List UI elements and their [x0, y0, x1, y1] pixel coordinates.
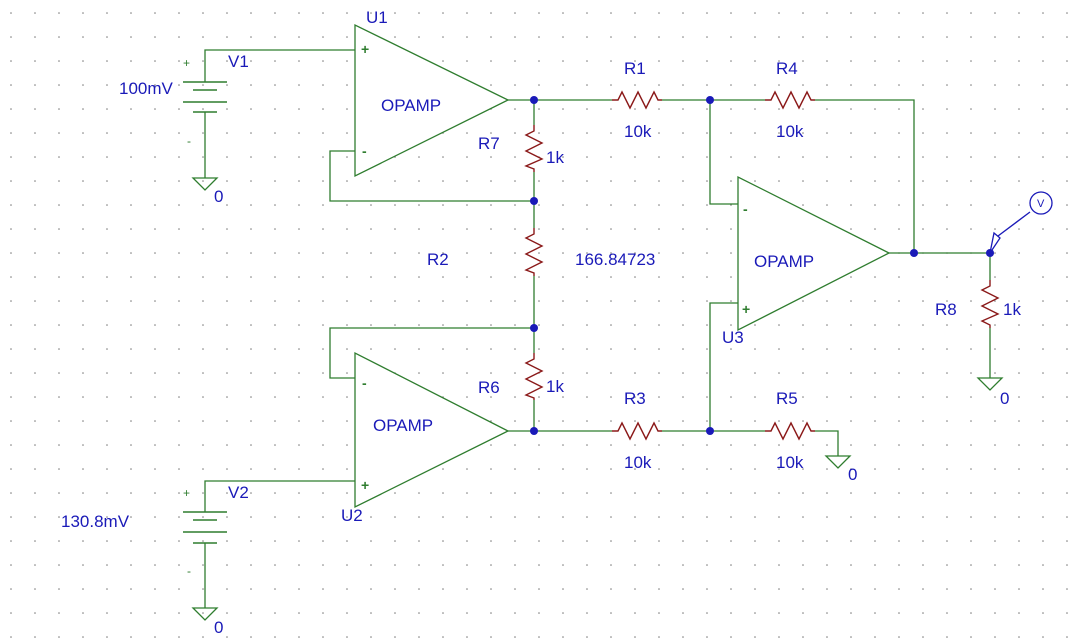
ground-symbol: 0 [191, 177, 223, 206]
v2-plus-sign: + [183, 486, 190, 500]
ground-symbol: 0 [191, 607, 223, 637]
r2-refdes: R2 [427, 250, 449, 269]
v1-refdes: V1 [228, 52, 249, 71]
r2-value: 166.84723 [575, 250, 655, 269]
resistor-r8[interactable]: R8 1k [935, 280, 1021, 328]
u1-minus-pin: - [362, 143, 367, 159]
junction-dot [530, 324, 538, 332]
r4-refdes: R4 [776, 59, 798, 78]
junction-dot [530, 427, 538, 435]
r3-value: 10k [624, 453, 652, 472]
v1-minus-sign: - [187, 134, 191, 148]
junction-dot [706, 427, 714, 435]
r6-refdes: R6 [478, 378, 500, 397]
ground-label: 0 [1000, 389, 1009, 408]
v1-plus-sign: + [183, 56, 190, 70]
u3-refdes: U3 [722, 328, 744, 347]
r7-refdes: R7 [478, 134, 500, 153]
r8-value: 1k [1003, 300, 1021, 319]
opamp-u1[interactable]: + - OPAMP U1 [354, 8, 510, 178]
probe-icon [1029, 191, 1053, 215]
ground-symbol: 0 [976, 377, 1009, 408]
opamp-u2[interactable]: - + OPAMP U2 [341, 351, 510, 525]
resistor-r1[interactable]: R1 10k [612, 59, 662, 141]
ground-symbol: 0 [824, 455, 857, 484]
r6-value: 1k [546, 377, 564, 396]
wires [204, 49, 991, 608]
ground-label: 0 [848, 465, 857, 484]
u1-model: OPAMP [381, 96, 441, 115]
voltage-probe[interactable]: V [989, 191, 1053, 254]
junction-dot [530, 96, 538, 104]
v2-refdes: V2 [228, 483, 249, 502]
u3-model: OPAMP [754, 252, 814, 271]
u2-model: OPAMP [373, 416, 433, 435]
opamp-u3[interactable]: - + OPAMP U3 [722, 175, 891, 347]
r8-refdes: R8 [935, 300, 957, 319]
r5-refdes: R5 [776, 389, 798, 408]
resistor-r7[interactable]: R7 1k [478, 125, 564, 172]
v2-minus-sign: - [187, 564, 191, 578]
r5-value: 10k [776, 453, 804, 472]
resistor-r2[interactable]: R2 166.84723 [427, 228, 655, 276]
voltage-source-v1[interactable]: + - V1 100mV [119, 52, 249, 148]
voltage-source-v2[interactable]: + - V2 130.8mV [61, 483, 249, 578]
junctions [530, 96, 994, 435]
r1-value: 10k [624, 122, 652, 141]
v2-value: 130.8mV [61, 512, 130, 531]
r3-refdes: R3 [624, 389, 646, 408]
junction-dot [706, 96, 714, 104]
ground-label: 0 [214, 618, 223, 637]
r1-refdes: R1 [624, 59, 646, 78]
v1-value: 100mV [119, 79, 174, 98]
u3-plus-pin: + [742, 301, 750, 317]
u2-minus-pin: - [362, 375, 367, 391]
junction-dot [530, 197, 538, 205]
r4-value: 10k [776, 122, 804, 141]
resistor-r3[interactable]: R3 10k [612, 389, 662, 472]
r7-value: 1k [546, 148, 564, 167]
ground-label: 0 [214, 187, 223, 206]
probe-label: V [1037, 198, 1045, 210]
u2-plus-pin: + [361, 477, 369, 493]
resistor-r5[interactable]: R5 10k [765, 389, 815, 472]
u1-refdes: U1 [366, 8, 388, 27]
junction-dot [910, 249, 918, 257]
resistor-r4[interactable]: R4 10k [765, 59, 815, 141]
u3-minus-pin: - [743, 201, 748, 217]
resistor-r6[interactable]: R6 1k [478, 353, 564, 400]
u1-plus-pin: + [361, 41, 369, 57]
u2-refdes: U2 [341, 506, 363, 525]
